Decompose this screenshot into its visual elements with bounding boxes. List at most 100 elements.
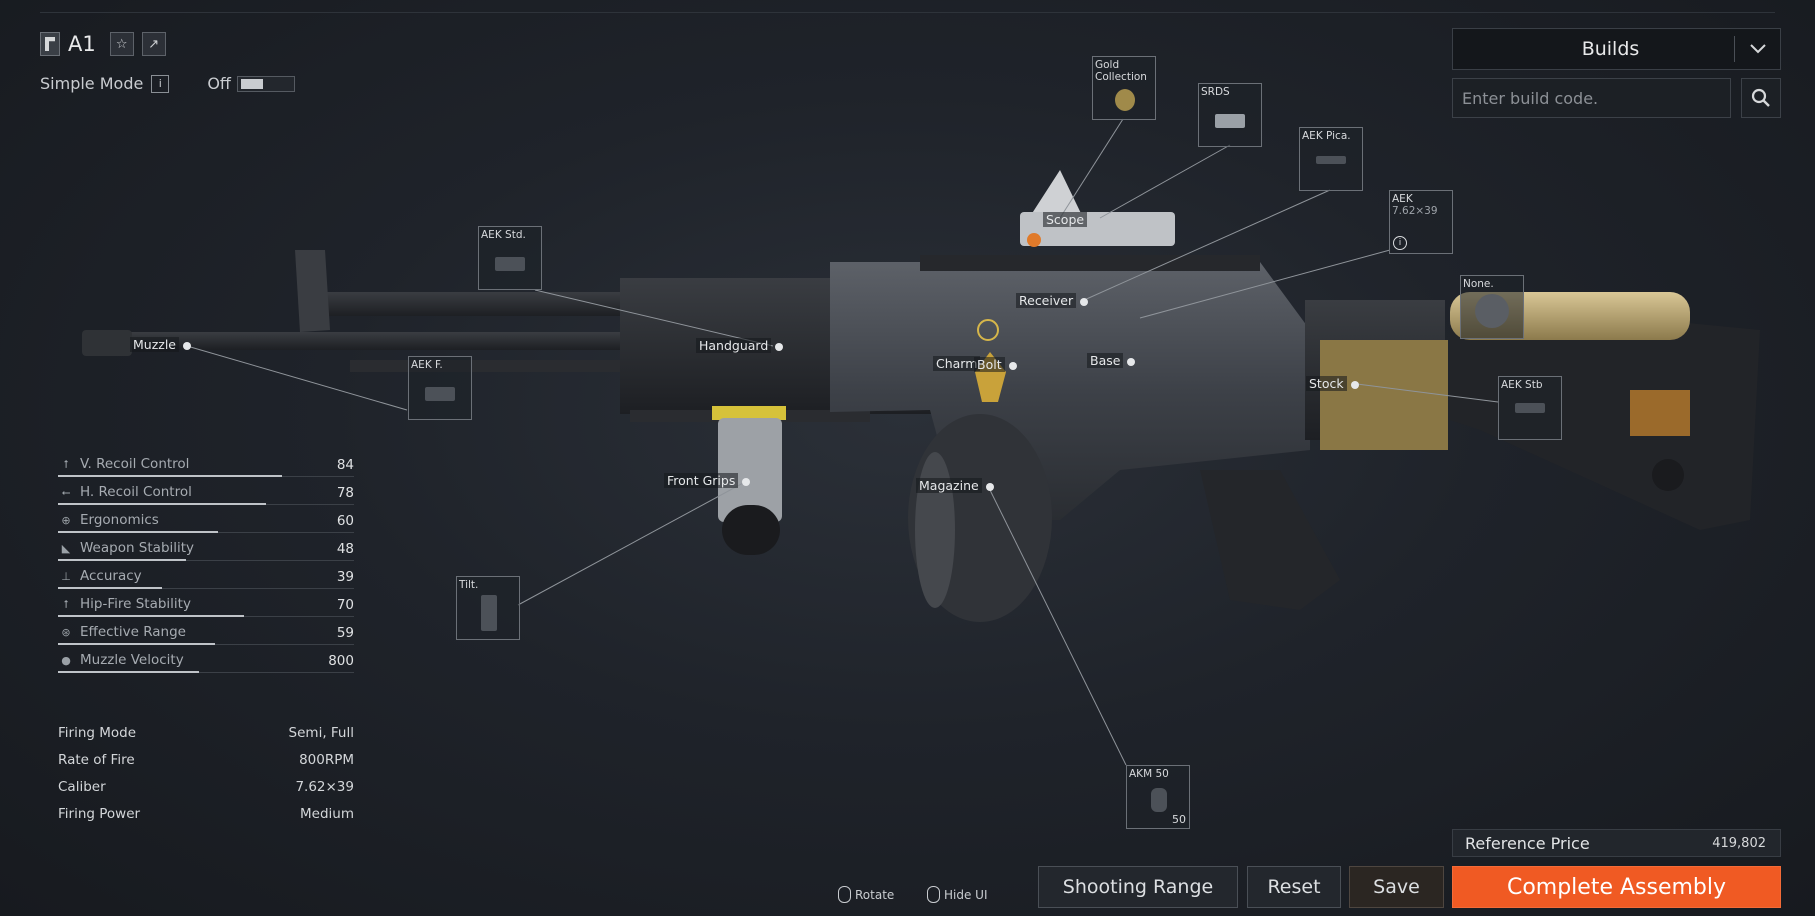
part-label: AEK Stb	[1501, 379, 1543, 391]
slot-bolt[interactable]: Bolt	[974, 357, 1017, 372]
stat-bar	[58, 503, 266, 505]
spec-label: Firing Mode	[58, 725, 137, 741]
part-label: AKM 50	[1129, 768, 1169, 780]
stat-bar	[58, 559, 186, 561]
save-button[interactable]: Save	[1349, 866, 1444, 908]
reset-button[interactable]: Reset	[1247, 866, 1341, 908]
spec-label: Rate of Fire	[58, 752, 135, 768]
stat-bar	[58, 643, 216, 645]
part-aek-pica[interactable]: AEK Pica.	[1299, 127, 1363, 191]
simple-mode-state: Off	[207, 74, 231, 93]
weapon-type-icon	[40, 32, 60, 56]
rotate-label: Rotate	[855, 887, 895, 902]
spec-row: Firing Mode Semi, Full	[58, 725, 354, 752]
part-aek-stb[interactable]: AEK Stb	[1498, 376, 1562, 440]
chevron-down-icon[interactable]	[1734, 36, 1780, 62]
spec-label: Firing Power	[58, 806, 141, 822]
info-icon[interactable]: i	[1393, 236, 1407, 250]
spec-value: 800RPM	[299, 752, 354, 768]
part-thumbnail	[1515, 403, 1545, 413]
spec-value: Semi, Full	[288, 725, 354, 741]
part-label: AEK Pica.	[1302, 130, 1351, 142]
part-aek-std[interactable]: AEK Std.	[478, 226, 542, 290]
stat-bar	[58, 587, 162, 589]
part-gold-collection[interactable]: Gold Collection	[1092, 56, 1156, 120]
spec-label: Caliber	[58, 779, 106, 795]
part-label: None.	[1463, 278, 1494, 290]
part-srds[interactable]: SRDS	[1198, 83, 1262, 147]
favorite-star-icon[interactable]: ☆	[109, 32, 134, 56]
part-aek-receiver[interactable]: AEK 7.62×39 i	[1389, 190, 1453, 254]
part-label: SRDS	[1201, 86, 1230, 98]
builds-dropdown[interactable]: Builds	[1452, 28, 1781, 70]
crosshair-icon: ⊕	[61, 514, 71, 527]
stat-label: Hip-Fire Stability	[80, 596, 191, 612]
stat-value: 800	[328, 653, 354, 669]
part-akm-50[interactable]: AKM 50 50	[1126, 765, 1190, 829]
stat-bar	[58, 615, 245, 617]
slot-magazine[interactable]: Magazine	[916, 478, 994, 493]
part-tilt[interactable]: Tilt.	[456, 576, 520, 640]
slot-muzzle[interactable]: Muzzle	[130, 337, 191, 352]
build-code-input[interactable]	[1452, 78, 1731, 118]
stat-label: Effective Range	[80, 624, 186, 640]
stat-value: 39	[336, 569, 354, 585]
slot-scope[interactable]: Scope	[1043, 212, 1088, 227]
part-none[interactable]: None.	[1460, 275, 1524, 339]
slot-front-grips[interactable]: Front Grips	[664, 473, 751, 488]
part-thumbnail	[1215, 114, 1245, 128]
rotate-hint: Rotate	[838, 886, 894, 903]
left-arrow-icon: ⭠	[61, 486, 71, 499]
part-count: 50	[1172, 813, 1186, 826]
range-icon: ⊛	[61, 626, 71, 639]
part-thumbnail	[425, 387, 455, 401]
stat-bar	[58, 531, 218, 533]
slot-charm[interactable]: Charm	[933, 356, 981, 371]
part-label: Tilt.	[459, 579, 479, 591]
share-external-icon[interactable]: ↗	[141, 32, 166, 56]
part-label: AEK Std.	[481, 229, 526, 241]
part-label: Gold Collection	[1095, 59, 1147, 83]
info-icon[interactable]: i	[151, 74, 170, 93]
stat-value: 70	[336, 597, 354, 613]
spec-row: Rate of Fire 800RPM	[58, 752, 354, 779]
velocity-icon: ●	[61, 654, 71, 667]
mouse-left-icon	[838, 886, 851, 903]
slot-handguard[interactable]: Handguard	[696, 338, 784, 353]
part-thumbnail	[495, 257, 525, 271]
up-arrow-icon: ⭡	[63, 458, 69, 471]
slot-receiver[interactable]: Receiver	[1016, 293, 1089, 308]
stat-label: Ergonomics	[80, 512, 159, 528]
reference-price: Reference Price 419,802	[1452, 829, 1781, 857]
part-caliber: 7.62×39	[1392, 205, 1438, 217]
hide-ui-label: Hide UI	[944, 887, 988, 902]
part-thumbnail	[1151, 788, 1167, 812]
part-aek-f[interactable]: AEK F.	[408, 356, 472, 420]
slot-base[interactable]: Base	[1087, 353, 1137, 368]
slot-stock[interactable]: Stock	[1306, 376, 1359, 391]
stat-track	[58, 588, 354, 589]
search-button[interactable]	[1741, 78, 1781, 118]
stat-bar	[58, 671, 200, 673]
part-thumbnail	[1115, 89, 1135, 111]
stat-label: V. Recoil Control	[80, 456, 190, 472]
stat-bar	[58, 475, 282, 477]
weapon-name: A1	[68, 32, 96, 56]
search-icon	[1751, 88, 1770, 107]
spec-value: 7.62×39	[295, 779, 354, 795]
shooting-range-button[interactable]: Shooting Range	[1038, 866, 1238, 908]
part-label: AEK F.	[411, 359, 443, 371]
builds-label: Builds	[1581, 38, 1640, 60]
part-thumbnail	[481, 595, 497, 631]
simple-mode-toggle[interactable]	[236, 75, 295, 92]
accuracy-icon: ⊥	[61, 570, 71, 583]
complete-assembly-button[interactable]: Complete Assembly	[1452, 866, 1781, 908]
